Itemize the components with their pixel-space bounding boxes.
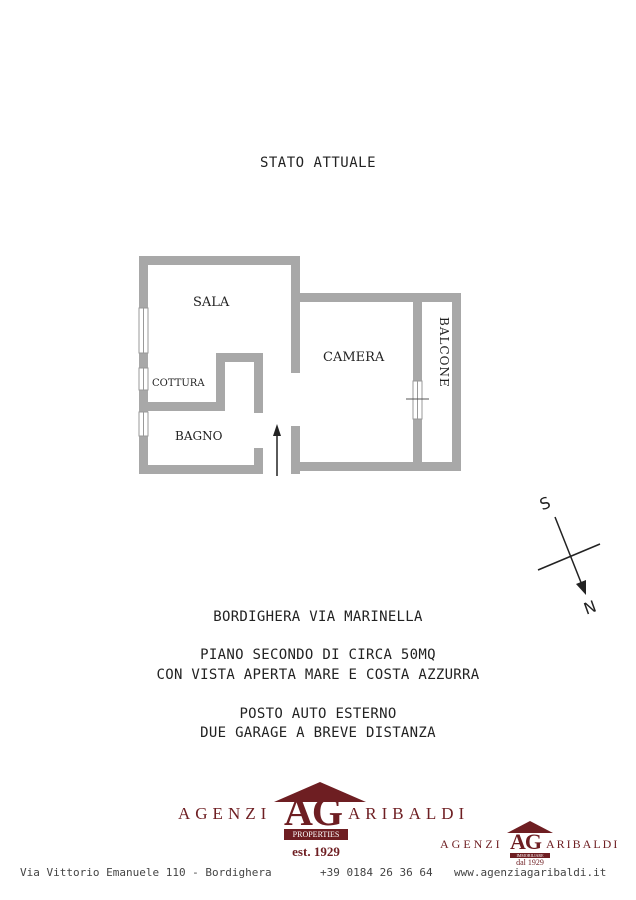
footer-address: Via Vittorio Emanuele 110 - Bordighera [20, 866, 272, 879]
description-line-2: PIANO SECONDO DI CIRCA 50MQ [200, 647, 436, 663]
main-logo-roof-icon [274, 782, 366, 802]
windows [138, 307, 423, 437]
wall-camera-right-upper [413, 293, 422, 381]
wall-top-camera [291, 293, 461, 302]
room-label-bagno: BAGNO [175, 429, 223, 443]
secondary-logo-monogram: AG [510, 829, 542, 854]
secondary-logo-sub: IMMOBILIARE [510, 853, 550, 858]
wall-bagno-top [139, 402, 225, 411]
main-logo: AGENZI AG ARIBALDI PROPERTIES est. 1929 [160, 780, 480, 860]
wall-left [139, 256, 148, 474]
room-label-sala: SALA [193, 295, 230, 310]
main-logo-monogram: AG [284, 789, 343, 834]
wall-bagno-door [254, 448, 263, 474]
wall-top-sala [139, 256, 300, 265]
wall-cottura-top [216, 353, 263, 362]
room-label-camera: CAMERA [323, 350, 385, 365]
main-logo-est: est. 1929 [292, 844, 340, 859]
wall-cottura-right [216, 353, 225, 411]
compass-icon [537, 516, 601, 595]
plan-title: STATO ATTUALE [259, 155, 377, 171]
main-logo-right-text: ARIBALDI [348, 804, 470, 823]
window-glass-lines [143, 308, 429, 436]
room-label-cottura: COTTURA [152, 378, 205, 389]
wall-bottom-camera [291, 462, 421, 471]
main-logo-left-text: AGENZI [178, 804, 272, 823]
wall-balcone-right [452, 293, 461, 471]
wall-hall [254, 353, 263, 413]
entrance-arrow-icon [273, 424, 281, 476]
secondary-logo: AGENZI AG ARIBALDI IMMOBILIARE dal 1929 [440, 820, 626, 867]
description-line-5: DUE GARAGE A BREVE DISTANZA [200, 725, 436, 741]
wall-bottom-bagno [139, 465, 263, 474]
room-label-balcone: BALCONE [437, 317, 451, 388]
footer-website[interactable]: www.agenziagaribaldi.it [454, 866, 607, 879]
secondary-logo-est: dal 1929 [516, 858, 544, 867]
wall-sala-camera [291, 256, 300, 373]
walls [139, 256, 461, 474]
wall-camera-left-lower [291, 426, 300, 474]
wall-balcone-bottom [413, 462, 461, 471]
description-line-3: CON VISTA APERTA MARE E COSTA AZZURRA [156, 667, 480, 683]
secondary-logo-roof-icon [507, 821, 553, 833]
main-logo-sub: PROPERTIES [284, 829, 348, 840]
description-line-1: BORDIGHERA VIA MARINELLA [213, 609, 423, 625]
footer-phone: +39 0184 26 36 64 [320, 866, 433, 879]
secondary-logo-right-text: ARIBALDI [546, 837, 620, 851]
secondary-logo-left-text: AGENZI [440, 837, 503, 851]
description-line-4: POSTO AUTO ESTERNO [239, 706, 397, 722]
wall-camera-right-lower [413, 419, 422, 471]
